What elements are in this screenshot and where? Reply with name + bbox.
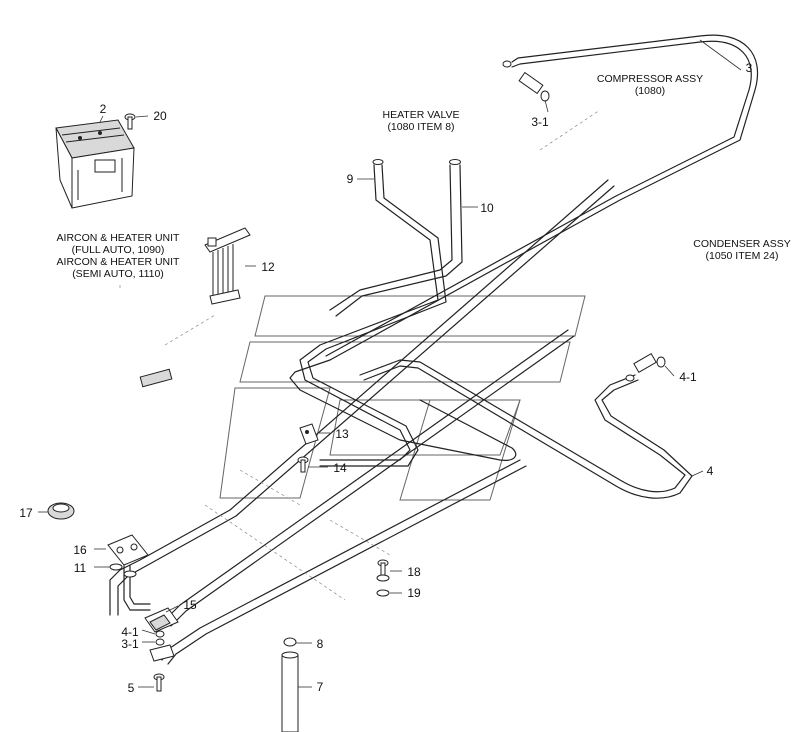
callout-9: 9 — [347, 172, 354, 186]
callout-10: 10 — [480, 201, 494, 215]
callout-16: 16 — [73, 543, 87, 557]
callout-3: 3 — [746, 61, 753, 75]
dashed-guides — [119, 109, 601, 601]
block-15 — [144, 607, 179, 633]
callout-19: 19 — [407, 586, 421, 600]
washer-19 — [376, 589, 390, 597]
callout-4-1-bottom: 4-1 — [121, 625, 139, 639]
callout-13: 13 — [335, 427, 349, 441]
bolt-5 — [153, 673, 165, 692]
callout-11: 11 — [74, 561, 87, 575]
callout-17: 17 — [19, 506, 33, 520]
pipe-3-compressor-line — [289, 34, 759, 461]
callout-3-1-top: 3-1 — [531, 115, 549, 129]
aircon-full-ref: (FULL AUTO, 1090) — [72, 244, 165, 256]
callout-7: 7 — [317, 680, 324, 694]
callout-3-1-bottom: 3-1 — [121, 637, 139, 651]
condenser-ref: (1050 ITEM 24) — [706, 250, 779, 262]
aircon-semi-title: AIRCON & HEATER UNIT — [57, 256, 180, 268]
clamp-8 — [283, 637, 297, 647]
heater-valve-title: HEATER VALVE — [382, 109, 459, 121]
pipe-10-heater — [329, 164, 463, 317]
pipe-main-lower — [109, 179, 615, 665]
bolt-18 — [376, 559, 390, 582]
callout-18: 18 — [407, 565, 421, 579]
condenser-fitting — [625, 352, 666, 382]
callout-14: 14 — [333, 461, 347, 475]
lower-fittings — [149, 630, 175, 662]
sensor-harness-12 — [139, 227, 251, 388]
heater-valve-pipe-ends — [372, 159, 461, 165]
bolt-14 — [297, 456, 309, 473]
leader-lines — [38, 39, 742, 688]
bolt-20 — [124, 113, 136, 130]
heater-valve-ref: (1080 ITEM 8) — [387, 121, 454, 133]
bracket-13 — [299, 423, 319, 445]
callout-15: 15 — [183, 598, 197, 612]
watermark-logo — [219, 295, 586, 501]
callout-numbers: 2 20 3 3-1 9 10 12 13 14 4-1 4 17 16 11 … — [19, 61, 752, 695]
callout-4-1-right: 4-1 — [679, 370, 697, 384]
pipe-9-heater — [299, 164, 447, 467]
compressor-title: COMPRESSOR ASSY — [597, 73, 703, 85]
pipe-4-condenser-line — [359, 359, 693, 499]
callout-12: 12 — [261, 260, 275, 274]
callout-2: 2 — [100, 102, 107, 116]
compressor-ref: (1080) — [635, 85, 665, 97]
hose-7 — [281, 651, 299, 732]
callout-8: 8 — [317, 637, 324, 651]
aircon-control-unit — [55, 119, 135, 209]
aircon-semi-ref: (SEMI AUTO, 1110) — [72, 268, 164, 280]
assembly-labels: HEATER VALVE (1080 ITEM 8) COMPRESSOR AS… — [57, 73, 791, 280]
callout-20: 20 — [153, 109, 167, 123]
callout-4: 4 — [707, 464, 714, 478]
plate-16 — [107, 534, 149, 566]
condenser-title: CONDENSER ASSY — [693, 238, 790, 250]
aircon-full-title: AIRCON & HEATER UNIT — [57, 232, 180, 244]
callout-5: 5 — [128, 681, 135, 695]
orings-11 — [109, 563, 137, 578]
grommet-17 — [47, 502, 75, 520]
compressor-fitting — [502, 60, 550, 102]
